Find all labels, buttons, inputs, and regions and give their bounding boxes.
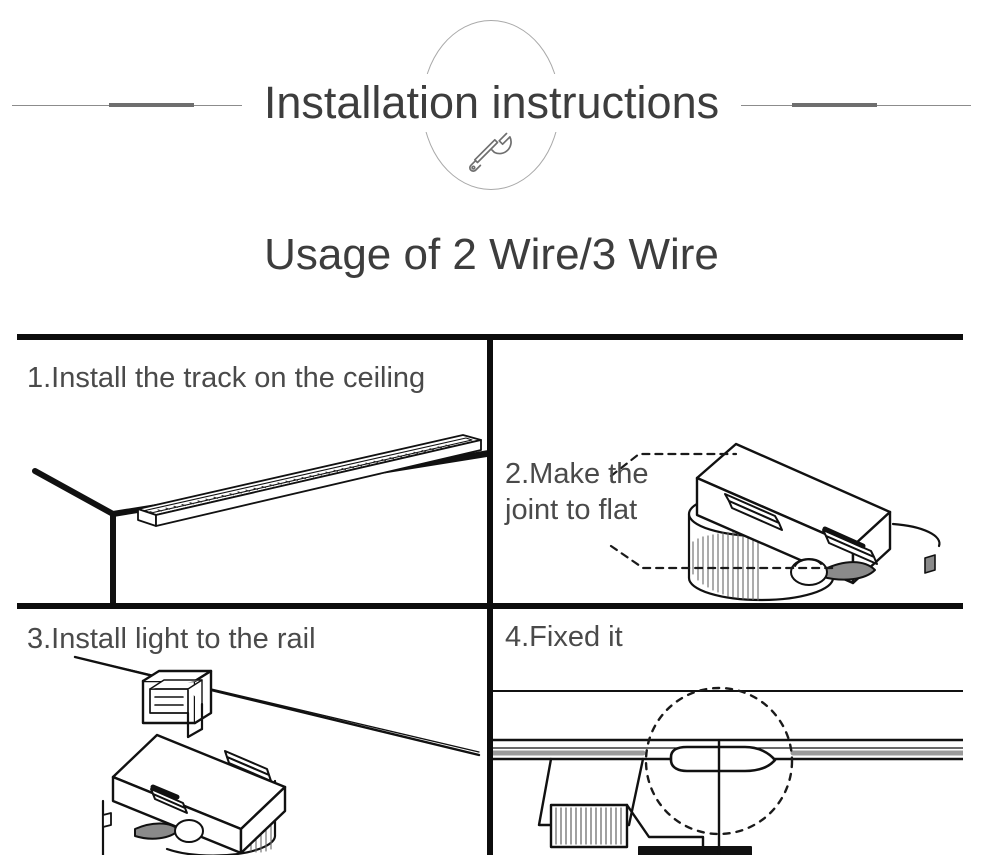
header-rule-right-thick xyxy=(791,102,877,107)
ceiling-track-illustration xyxy=(32,434,487,603)
panel-2-caption: 2.Make the joint to flat xyxy=(505,456,705,528)
panel-2-caption-line2: joint to flat xyxy=(505,494,638,526)
header-rule-right xyxy=(741,101,971,110)
panel-3-caption: 3.Install light to the rail xyxy=(27,623,316,655)
panel-4-caption: 4.Fixed it xyxy=(505,621,623,653)
joint-flat-illustration xyxy=(609,442,941,602)
leader-line-bottom xyxy=(609,544,835,570)
page-title: Installation instructions xyxy=(249,74,734,132)
page-header: Installation instructions Usage of 2 Wir… xyxy=(0,0,983,279)
header-rule-left-thick xyxy=(108,102,194,107)
panel-step-4: 4.Fixed it xyxy=(493,609,963,855)
locking-lever xyxy=(669,745,777,773)
panel-2-caption-line1: 2.Make the xyxy=(505,458,649,490)
grid-horizontal-divider xyxy=(17,603,963,609)
page-subtitle: Usage of 2 Wire/3 Wire xyxy=(264,230,719,279)
panel-1-caption: 1.Install the track on the ceiling xyxy=(27,362,426,394)
wrench-icon xyxy=(469,132,512,172)
panel-step-1: 1.Install the track on the ceiling xyxy=(17,346,487,603)
header-rule-left xyxy=(12,101,242,110)
panel-step-2: 2.Make the joint to flat xyxy=(493,346,963,603)
panel-step-3: 3.Install light to the rail xyxy=(17,609,487,855)
highlight-circle xyxy=(644,686,794,836)
page-title-row: Installation instructions xyxy=(0,74,983,132)
grid-vertical-divider xyxy=(487,340,493,855)
instruction-panel-grid: 1.Install the track on the ceiling xyxy=(17,334,963,855)
